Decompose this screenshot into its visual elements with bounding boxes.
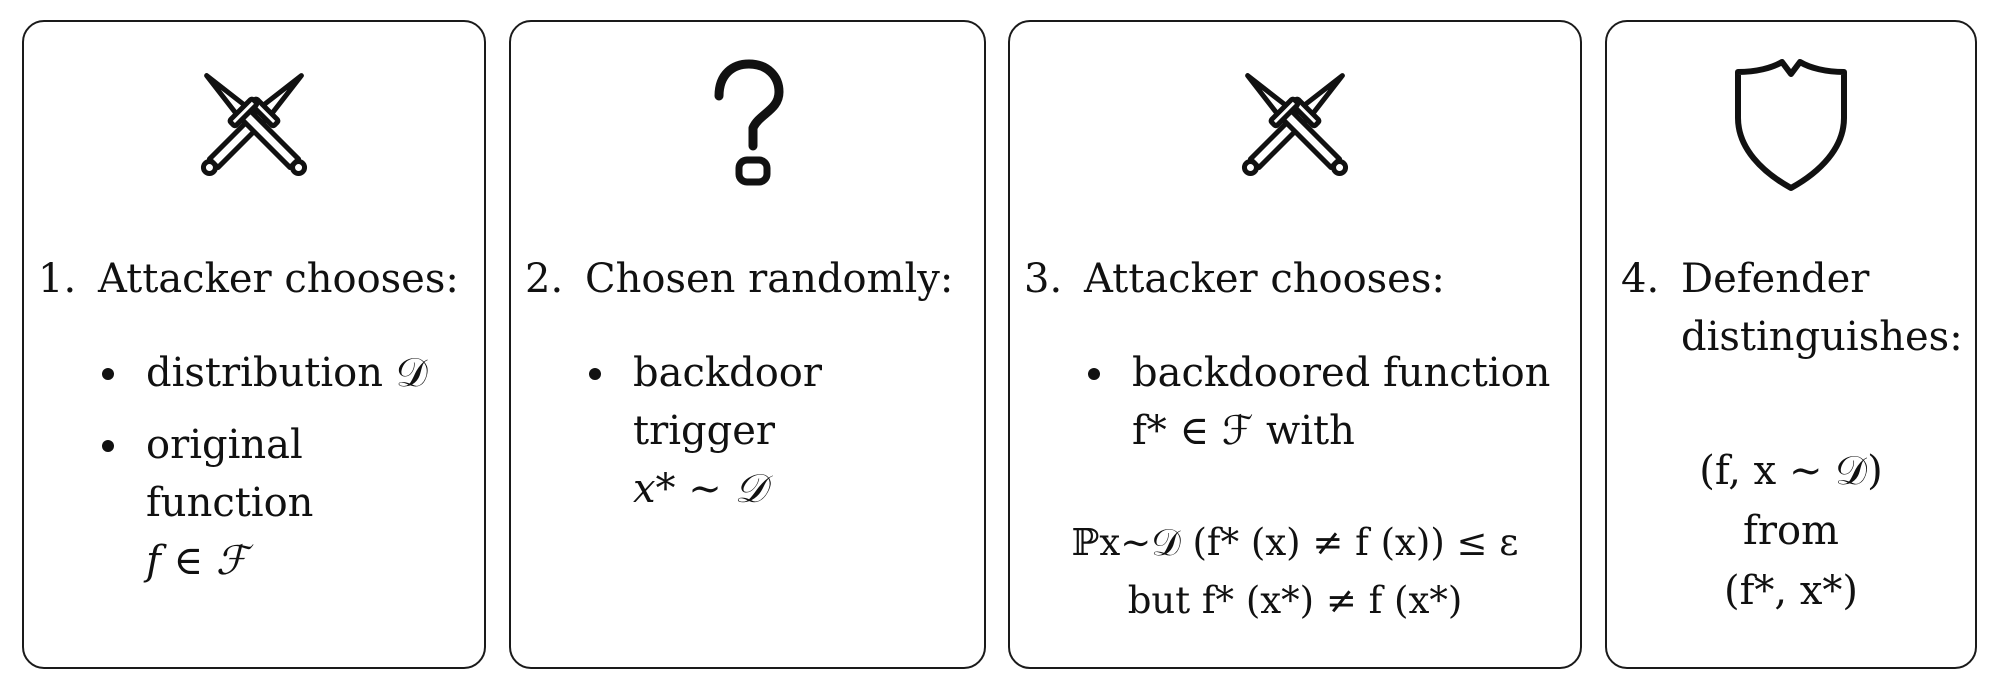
step-title: distinguishes: bbox=[1681, 314, 1963, 360]
crossed-swords-icon bbox=[24, 48, 484, 198]
question-mark-icon bbox=[511, 48, 984, 198]
step-number: 3. bbox=[1024, 256, 1063, 302]
formula-line: (f, x ∼ 𝒟) bbox=[1699, 448, 1883, 494]
bullet-text: x* ∼ 𝒟 bbox=[633, 466, 767, 512]
panel-2-bullets: backdoor trigger x* ∼ 𝒟 bbox=[585, 344, 822, 532]
bullet-item: backdoor trigger x* ∼ 𝒟 bbox=[585, 344, 822, 518]
panel-defender-distinguishes: 4. Defender distinguishes: (f, x ∼ 𝒟) fr… bbox=[1605, 20, 1977, 669]
formula-line: ℙx∼𝒟 (f* (x) ≠ f (x)) ≤ ε bbox=[1071, 521, 1519, 564]
formula-line: but f* (x*) ≠ f (x*) bbox=[1127, 579, 1463, 622]
bullet-text: trigger bbox=[633, 408, 775, 454]
bullet-text: original bbox=[146, 422, 303, 468]
probability-condition: ℙx∼𝒟 (f* (x) ≠ f (x)) ≤ ε but f* (x*) ≠ … bbox=[1010, 514, 1580, 630]
bullet-text: backdoored function bbox=[1132, 350, 1551, 396]
bullet-text: f* ∈ ℱ with bbox=[1132, 408, 1355, 454]
step-number: 2. bbox=[525, 256, 564, 302]
crossed-swords-icon bbox=[1010, 48, 1580, 198]
step-title: Defender bbox=[1681, 256, 1870, 302]
shield-icon bbox=[1607, 48, 1975, 198]
panel-chosen-randomly: 2. Chosen randomly: backdoor trigger x* … bbox=[509, 20, 986, 669]
step-title-block: Defender distinguishes: bbox=[1681, 250, 1963, 366]
panel-1-bullets: distribution 𝒟 original function f ∈ ℱ bbox=[98, 344, 428, 604]
panel-1-heading: 1. Attacker chooses: bbox=[38, 250, 459, 308]
step-number: 1. bbox=[38, 256, 77, 302]
panel-attacker-chooses-1: 1. Attacker chooses: distribution 𝒟 orig… bbox=[22, 20, 486, 669]
formula-line: from bbox=[1743, 508, 1839, 554]
bullet-item: original function f ∈ ℱ bbox=[98, 416, 428, 590]
bullet-item: backdoored function f* ∈ ℱ with bbox=[1084, 344, 1550, 460]
bullet-text: f ∈ ℱ bbox=[146, 538, 248, 584]
bullet-text: function bbox=[146, 480, 314, 526]
bullet-text: distribution 𝒟 bbox=[146, 350, 428, 396]
step-title: Chosen randomly: bbox=[585, 256, 954, 302]
panel-3-bullets: backdoored function f* ∈ ℱ with bbox=[1084, 344, 1550, 474]
distinguish-formula: (f, x ∼ 𝒟) from (f*, x*) bbox=[1607, 442, 1975, 620]
bullet-text: backdoor bbox=[633, 350, 822, 396]
formula-line: (f*, x*) bbox=[1723, 568, 1858, 614]
step-title: Attacker chooses: bbox=[1084, 256, 1445, 302]
bullet-item: distribution 𝒟 bbox=[98, 344, 428, 402]
panel-3-heading: 3. Attacker chooses: bbox=[1024, 250, 1445, 308]
step-number: 4. bbox=[1621, 256, 1660, 302]
panel-4-heading: 4. Defender distinguishes: bbox=[1621, 250, 1963, 366]
step-title: Attacker chooses: bbox=[98, 256, 459, 302]
panel-attacker-chooses-3: 3. Attacker chooses: backdoored function… bbox=[1008, 20, 1582, 669]
panel-2-heading: 2. Chosen randomly: bbox=[525, 250, 953, 308]
